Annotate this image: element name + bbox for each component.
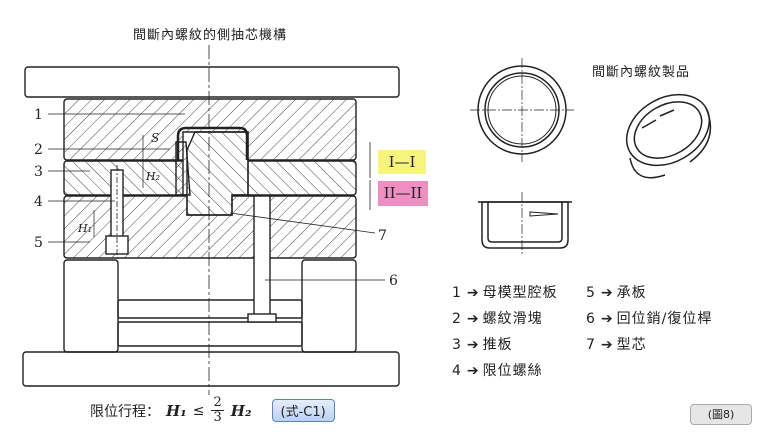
- product-drawings: [470, 58, 712, 254]
- legend-label: 承板: [616, 285, 647, 301]
- formula-fraction: 2 3: [211, 395, 224, 425]
- right-spacer-block: [301, 259, 357, 353]
- product-title: 間斷內螺紋製品: [592, 65, 691, 80]
- fraction-denominator: 3: [213, 410, 222, 425]
- legend-item-4: 4➔限位螺絲: [452, 358, 558, 384]
- dimension-h2: H₂: [145, 170, 160, 183]
- ejector-retainer-plate: [117, 299, 303, 319]
- formula-tag-button[interactable]: (式-C1): [271, 399, 335, 422]
- formula-label: 限位行程：: [90, 403, 160, 420]
- dimension-h1: H₁: [77, 222, 92, 235]
- slide-title: 間斷內螺紋的側抽芯機構: [132, 28, 287, 43]
- product-top-view: [470, 58, 574, 162]
- part-number-5: 5: [34, 235, 43, 251]
- parting-line-I-label: I—I: [378, 150, 426, 174]
- legend-label: 推板: [482, 337, 513, 353]
- legend-label: 型芯: [616, 337, 647, 353]
- bottom-clamp-plate: [22, 351, 400, 387]
- legend-label: 母模型腔板: [482, 285, 558, 301]
- core: [186, 131, 249, 216]
- legend-item-7: 7➔型芯: [586, 332, 712, 358]
- left-spacer-block: [63, 259, 119, 353]
- arrow-right-icon: ➔: [600, 337, 614, 353]
- legend-label: 回位銷/復位桿: [616, 311, 713, 327]
- arrow-right-icon: ➔: [466, 311, 480, 327]
- arrow-right-icon: ➔: [600, 311, 614, 327]
- legend-number: 2: [452, 311, 462, 327]
- arrow-right-icon: ➔: [600, 285, 614, 301]
- legend-label: 限位螺絲: [482, 363, 543, 379]
- figure-badge: (圖8): [690, 404, 752, 425]
- limit-stroke-formula: 限位行程： H₁ ≤ 2 3 H₂ (式-C1): [90, 396, 335, 425]
- part-number-3: 3: [34, 164, 43, 180]
- mold-cross-section-drawing: 1 2 3 4 5 6 7 S H₂ H₁: [22, 45, 400, 395]
- legend-number: 5: [586, 285, 596, 301]
- arrow-right-icon: ➔: [466, 285, 480, 301]
- dimension-s: S: [151, 131, 159, 145]
- legend-number: 4: [452, 363, 462, 379]
- top-clamp-plate: [24, 66, 400, 98]
- arrow-right-icon: ➔: [466, 337, 480, 353]
- fraction-numerator: 2: [211, 395, 224, 411]
- formula-rhs: H₂: [230, 401, 252, 420]
- legend-column-2: 5➔承板 6➔回位銷/復位桿 7➔型芯: [586, 280, 712, 358]
- product-isometric-view: [625, 93, 712, 179]
- legend-number: 1: [452, 285, 462, 301]
- part-number-6: 6: [389, 273, 398, 289]
- legend-number: 3: [452, 337, 462, 353]
- legend-item-5: 5➔承板: [586, 280, 712, 306]
- legend-label: 螺紋滑塊: [482, 311, 543, 327]
- product-shell: [176, 126, 249, 160]
- legend-column-1: 1➔母模型腔板 2➔螺紋滑塊 3➔推板 4➔限位螺絲: [452, 280, 558, 384]
- legend-item-6: 6➔回位銷/復位桿: [586, 306, 712, 332]
- part-number-1: 1: [34, 107, 43, 123]
- return-pin: [253, 195, 271, 317]
- legend-item-3: 3➔推板: [452, 332, 558, 358]
- part-number-7: 7: [378, 228, 387, 244]
- parting-line-II-label: II—II: [378, 181, 428, 206]
- thread-slider: [175, 141, 191, 196]
- part-number-2: 2: [34, 142, 43, 158]
- part-number-4: 4: [34, 194, 43, 210]
- formula-operator: ≤: [192, 402, 205, 419]
- legend-number: 6: [586, 311, 596, 327]
- legend-item-1: 1➔母模型腔板: [452, 280, 558, 306]
- ejector-plate: [117, 321, 303, 347]
- formula-lhs: H₁: [166, 401, 187, 420]
- product-section-view: [478, 192, 572, 254]
- legend-item-2: 2➔螺紋滑塊: [452, 306, 558, 332]
- arrow-right-icon: ➔: [466, 363, 480, 379]
- legend-number: 7: [586, 337, 596, 353]
